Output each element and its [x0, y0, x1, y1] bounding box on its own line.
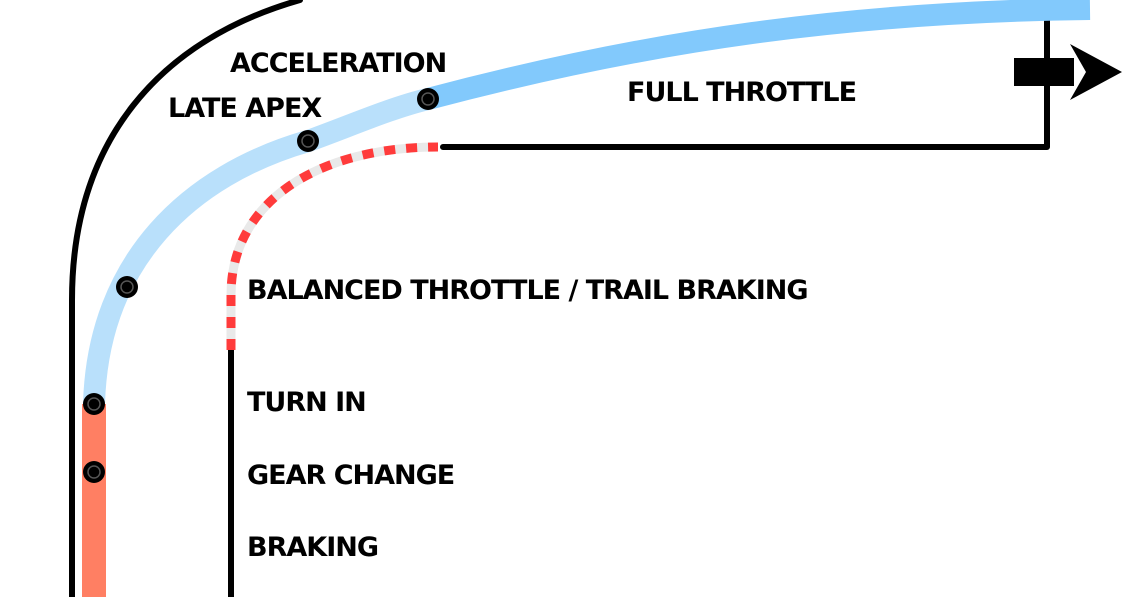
- marker-acceleration: [417, 88, 439, 110]
- label-braking: BRAKING: [247, 532, 378, 563]
- outer-track-edge: [69, 0, 303, 597]
- trail-braking-dashes: [226, 142, 439, 350]
- label-balanced-throttle: BALANCED THROTTLE / TRAIL BRAKING: [247, 275, 808, 306]
- racing-line-turn: [83, 88, 431, 405]
- label-acceleration: ACCELERATION: [230, 48, 446, 79]
- marker-turn-in: [83, 393, 105, 415]
- trail-braking-dashed-line: [226, 142, 439, 350]
- label-turn-in: TURN IN: [247, 387, 366, 418]
- marker-late-apex: [297, 130, 319, 152]
- marker-braking: [83, 461, 105, 483]
- label-gear-change: GEAR CHANGE: [247, 460, 454, 491]
- label-late-apex: LATE APEX: [168, 93, 322, 124]
- racing-line-exit: [425, 0, 1091, 110]
- label-full-throttle: FULL THROTTLE: [627, 77, 856, 108]
- marker-turn: [116, 276, 138, 298]
- arrow-right-icon: [1014, 44, 1122, 100]
